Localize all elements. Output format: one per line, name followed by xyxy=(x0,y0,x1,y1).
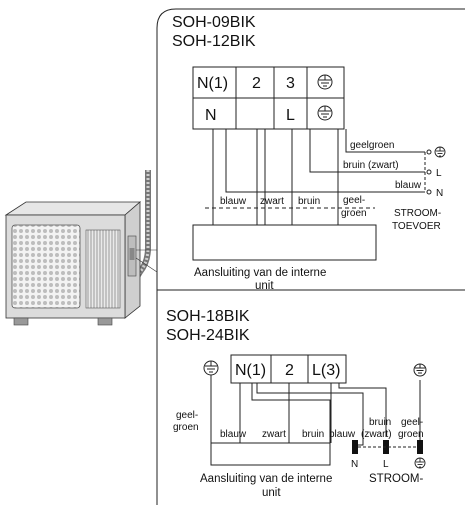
wire-label-zwart: zwart xyxy=(260,196,284,207)
supply-n-label: N xyxy=(436,188,443,199)
model-label-24: SOH-24BIK xyxy=(166,327,250,344)
supply-label-bruin-b: bruin xyxy=(369,417,391,428)
supply-label-zwart-b: (zwart) xyxy=(361,429,392,440)
unit-caption-2-b: unit xyxy=(262,487,281,499)
terminal-2-b: 2 xyxy=(285,362,294,379)
terminal-n1: N(1) xyxy=(197,75,228,92)
terminal-l3-b: L(3) xyxy=(312,362,340,379)
supply-terminal-n-b xyxy=(352,440,358,454)
wire-label-blauw2-b: blauw xyxy=(329,429,356,440)
supply-terminal-l xyxy=(426,169,432,175)
supply-label-blauw: blauw xyxy=(395,180,422,191)
supply-label-geelgroen: geelgroen xyxy=(350,140,394,151)
bottom-wiring-panel: SOH-18BIK SOH-24BIK N(1) 2 L(3) geel- gr… xyxy=(166,308,427,499)
supply-title-b: STROOM- xyxy=(369,473,423,485)
supply-title-2: TOEVOER xyxy=(392,221,441,232)
supply-title-1: STROOM- xyxy=(394,208,441,219)
ground-icon xyxy=(434,146,446,158)
supply-label-groen-b: groen xyxy=(398,429,424,440)
supply-terminal-ground xyxy=(426,149,432,155)
wire-label-geel-b: geel- xyxy=(176,410,198,421)
top-wires xyxy=(212,129,425,225)
supply-label-geel-b: geel- xyxy=(401,417,423,428)
wire-label-groen-b: groen xyxy=(173,422,199,433)
supply-terminal-n xyxy=(426,189,432,195)
unit-caption-2: unit xyxy=(255,280,274,292)
supply-n-label-b: N xyxy=(351,459,358,470)
top-wiring-panel: SOH-09BIK SOH-12BIK N(1) 2 3 N L xyxy=(172,14,446,292)
bottom-wires xyxy=(239,380,421,446)
model-label-09: SOH-09BIK xyxy=(172,14,256,31)
wire-label-bruin-b: bruin xyxy=(302,429,324,440)
supply-l-label-b: L xyxy=(383,459,389,470)
terminal-3: 3 xyxy=(286,75,295,92)
wire-label-groen: groen xyxy=(341,208,367,219)
terminal-l: L xyxy=(286,107,295,124)
terminal-n: N xyxy=(205,107,217,124)
ground-icon xyxy=(414,457,426,469)
panel-frame xyxy=(156,8,465,505)
ground-icon xyxy=(317,74,333,90)
indoor-unit-box xyxy=(192,224,377,261)
supply-l-label: L xyxy=(436,168,442,179)
wire-label-blauw: blauw xyxy=(220,196,247,207)
outdoor-unit-icon xyxy=(4,170,158,326)
ground-icon xyxy=(317,105,333,121)
supply-terminal-g-b xyxy=(417,440,423,454)
wire-label-geel: geel- xyxy=(343,195,365,206)
wire-label-bruin: bruin xyxy=(298,196,320,207)
terminal-2: 2 xyxy=(252,75,261,92)
unit-caption-1-b: Aansluiting van de interne xyxy=(200,473,332,485)
wire-label-zwart-b: zwart xyxy=(262,429,286,440)
indoor-unit-box-b xyxy=(210,442,331,466)
wire-label-blauw-b: blauw xyxy=(220,429,247,440)
supply-label-bruin: bruin (zwart) xyxy=(343,160,399,171)
model-label-12: SOH-12BIK xyxy=(172,33,256,50)
ground-icon xyxy=(413,363,427,377)
model-label-18: SOH-18BIK xyxy=(166,308,250,325)
terminal-n1-b: N(1) xyxy=(235,362,266,379)
unit-caption-1: Aansluiting van de interne xyxy=(194,267,326,279)
ground-icon xyxy=(203,360,219,376)
terminal-block xyxy=(192,66,345,130)
